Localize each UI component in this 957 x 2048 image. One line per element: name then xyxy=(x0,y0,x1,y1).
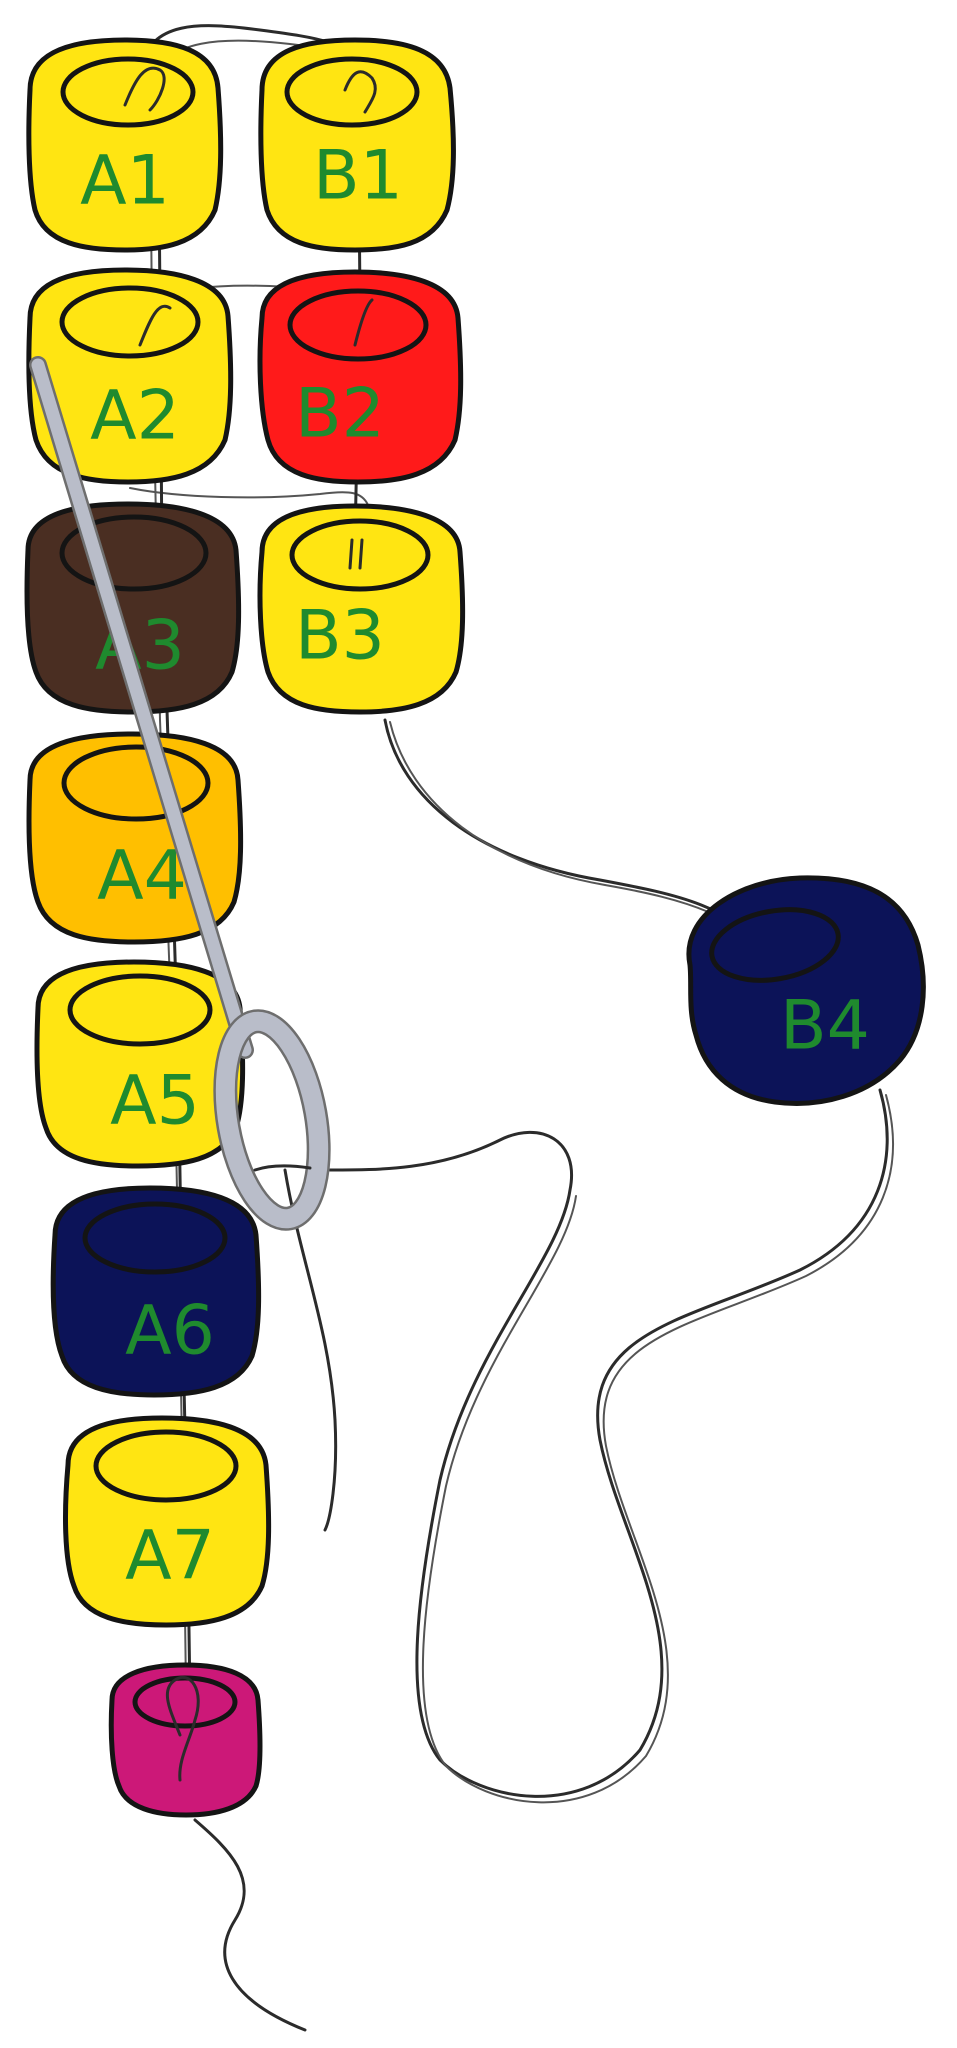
bead-a7-label: A7 xyxy=(125,1517,215,1596)
thread-through-eye xyxy=(253,1164,312,1172)
bead-b3-hole xyxy=(289,518,431,592)
bead-b2-label: B2 xyxy=(295,375,385,454)
bead-b3: B3 xyxy=(257,503,466,715)
thread-b2-front xyxy=(353,298,374,347)
needle-eye xyxy=(215,1011,329,1229)
bead-b2: B2 xyxy=(257,269,464,485)
bead-a7-body xyxy=(63,1415,272,1628)
bead-a6: A6 xyxy=(50,1185,262,1398)
bead-b1-label: B1 xyxy=(313,137,403,216)
bead-a3-body xyxy=(24,501,242,715)
bead-a1-hole xyxy=(60,56,196,128)
thread-a8-front xyxy=(165,1676,200,1782)
bead-b4-body xyxy=(686,875,926,1106)
thread-bottom-tail xyxy=(193,1818,307,2032)
bead-a6-body xyxy=(50,1185,262,1398)
thread-row3-loop xyxy=(129,487,369,506)
bead-b4: B4 xyxy=(686,875,926,1106)
thread-needle-tail xyxy=(283,1168,338,1532)
thread-b3-front xyxy=(348,538,364,570)
bead-b4-hole xyxy=(709,907,841,983)
bead-a6-hole xyxy=(82,1201,228,1275)
needle-shaft xyxy=(31,358,252,1057)
thread-a2-front xyxy=(138,304,172,347)
needle xyxy=(29,356,331,1231)
bead-a1: A1 xyxy=(26,37,224,253)
bead-a1-body xyxy=(26,37,224,253)
bead-a7-hole xyxy=(93,1429,239,1503)
bead-b3-body xyxy=(257,503,466,715)
bead-a5-hole xyxy=(67,973,213,1047)
bead-a8 xyxy=(108,1662,263,1818)
bead-a2-body xyxy=(26,267,234,485)
bead-a7: A7 xyxy=(63,1415,272,1628)
bead-a2: A2 xyxy=(26,267,234,485)
bead-a4-label: A4 xyxy=(97,837,187,916)
bead-b3-label: B3 xyxy=(295,597,385,676)
bead-a2-hole xyxy=(59,285,201,359)
bead-a2-label: A2 xyxy=(90,377,180,456)
thread-b4-big-loop-second xyxy=(421,1094,894,1804)
bead-a3-hole xyxy=(59,514,209,592)
bead-b1: B1 xyxy=(258,37,456,253)
bead-b2-body xyxy=(257,269,464,485)
bead-b2-hole xyxy=(287,288,429,362)
bead-a5-label: A5 xyxy=(110,1062,200,1141)
bead-a8-body xyxy=(108,1662,263,1818)
bead-a6-label: A6 xyxy=(125,1292,215,1371)
bead-a4-hole xyxy=(61,744,211,822)
threads-front xyxy=(123,66,377,1782)
bead-b1-body xyxy=(258,37,456,253)
bead-b4-label: B4 xyxy=(780,987,870,1066)
thread-a1-front xyxy=(123,66,166,112)
thread-b1-front xyxy=(343,70,377,114)
beads: A1 B1 A2 B2 A3 B3 xyxy=(24,37,926,1818)
bead-a5: A5 xyxy=(34,959,246,1169)
bead-a1-label: A1 xyxy=(80,142,170,221)
bead-b1-hole xyxy=(284,56,420,128)
thread-b4-big-loop xyxy=(328,1088,889,1798)
